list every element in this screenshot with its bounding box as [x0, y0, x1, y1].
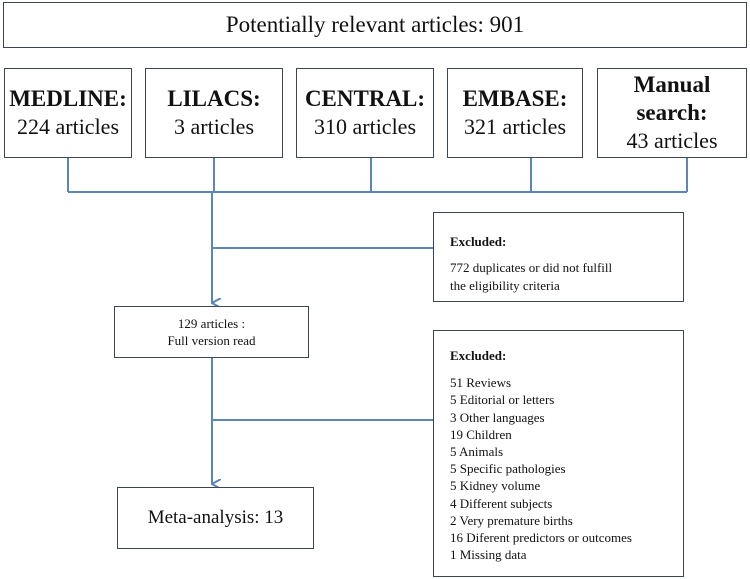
source-count: 310 articles [313, 114, 417, 139]
source-box-medline: MEDLINE: 224 articles [4, 68, 132, 158]
source-name: MEDLINE: [9, 86, 127, 111]
excluded-reasons-box: Excluded: 51 Reviews 5 Editorial or lett… [433, 330, 684, 577]
source-box-embase: EMBASE: 321 articles [447, 68, 583, 158]
source-count: 43 articles [626, 128, 718, 153]
meta-analysis-text: Meta-analysis: 13 [147, 507, 284, 528]
source-box-lilacs: LILACS: 3 articles [145, 68, 283, 158]
source-name: Manual search: [633, 72, 711, 125]
excluded-item: 5 Specific pathologies [450, 461, 566, 477]
potentially-relevant-text: Potentially relevant articles: 901 [225, 12, 525, 37]
full-read-count: 129 articles : [177, 316, 246, 331]
meta-analysis-box: Meta-analysis: 13 [117, 487, 314, 549]
excluded-heading: Excluded: [450, 234, 507, 249]
excluded-item: 51 Reviews [450, 375, 512, 391]
source-box-central: CENTRAL: 310 articles [296, 68, 434, 158]
excluded-item: 4 Different subjects [450, 495, 553, 511]
source-name: LILACS: [167, 86, 261, 111]
excluded-heading: Excluded: [450, 348, 507, 363]
full-version-read-box: 129 articles : Full version read [114, 306, 309, 358]
excluded-duplicates-box: Excluded: 772 duplicates or did not fulf… [433, 212, 684, 302]
full-read-label: Full version read [167, 333, 256, 348]
potentially-relevant-box: Potentially relevant articles: 901 [3, 2, 747, 48]
source-count: 3 articles [173, 114, 255, 139]
source-box-manual-search: Manual search: 43 articles [597, 68, 747, 158]
excluded-item: 19 Children [450, 426, 512, 442]
excluded-line: 772 duplicates or did not fulfill [450, 260, 613, 275]
excluded-item: 1 Missing data [450, 547, 527, 563]
excluded-item: 5 Editorial or letters [450, 392, 555, 408]
source-count: 224 articles [16, 114, 120, 139]
excluded-item: 5 Kidney volume [450, 478, 541, 494]
excluded-item: 16 Diferent predictors or outcomes [450, 530, 632, 546]
excluded-item: 5 Animals [450, 444, 504, 460]
excluded-item: 3 Other languages [450, 409, 545, 425]
source-name: CENTRAL: [304, 86, 426, 111]
excluded-item: 2 Very premature births [450, 512, 573, 528]
source-name: EMBASE: [462, 86, 568, 111]
excluded-line: the eligibility criteria [450, 278, 560, 293]
source-count: 321 articles [463, 114, 567, 139]
